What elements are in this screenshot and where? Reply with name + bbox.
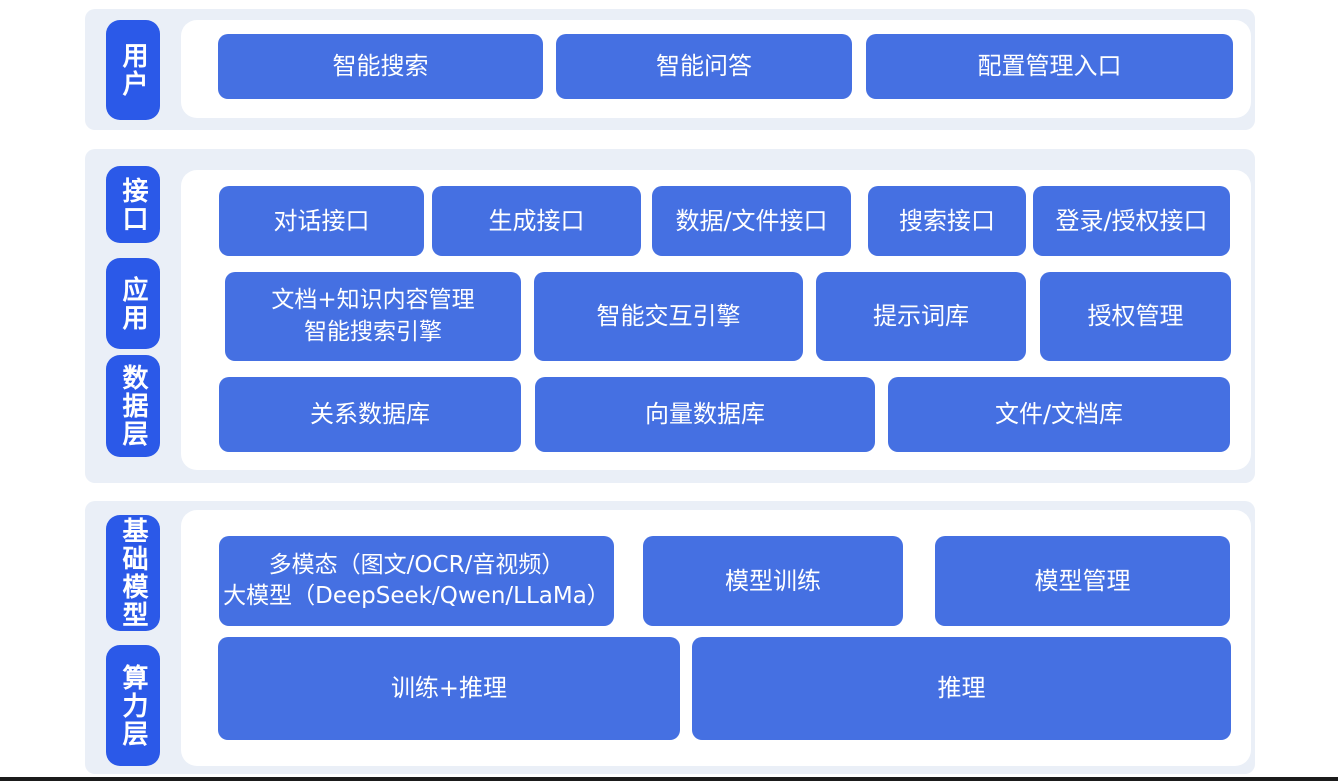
block-login-auth-interface: 登录/授权接口 <box>1033 186 1230 256</box>
layer-label-interface: 接口 <box>106 166 160 243</box>
block-authorization-management: 授权管理 <box>1040 272 1231 361</box>
block-inference: 推理 <box>692 637 1231 740</box>
block-data-file-interface: 数据/文件接口 <box>652 186 851 256</box>
block-search-interface: 搜索接口 <box>868 186 1026 256</box>
block-prompt-library: 提示词库 <box>816 272 1026 361</box>
block-doc-knowledge-search-engine: 文档+知识内容管理 智能搜索引擎 <box>225 272 521 361</box>
bottom-border-bar <box>0 777 1338 781</box>
block-file-document-library: 文件/文档库 <box>888 377 1230 452</box>
block-config-management-entry: 配置管理入口 <box>866 34 1233 99</box>
block-dialog-interface: 对话接口 <box>219 186 424 256</box>
block-training-plus-inference: 训练+推理 <box>218 637 680 740</box>
multimodal-line-2: 大模型（DeepSeek/Qwen/LLaMa） <box>223 583 610 609</box>
doc-engine-line-2: 智能搜索引擎 <box>304 318 442 345</box>
block-smart-interaction-engine: 智能交互引擎 <box>534 272 803 361</box>
block-model-training: 模型训练 <box>643 536 903 626</box>
block-generation-interface: 生成接口 <box>432 186 641 256</box>
block-vector-database: 向量数据库 <box>535 377 875 452</box>
layer-label-user: 用户 <box>106 20 160 120</box>
doc-engine-line-1: 文档+知识内容管理 <box>271 287 475 314</box>
layer-label-foundation-model: 基础模型 <box>106 515 160 631</box>
block-smart-qa: 智能问答 <box>556 34 852 99</box>
block-model-management: 模型管理 <box>935 536 1230 626</box>
multimodal-line-1: 多模态（图文/OCR/音视频） <box>268 551 565 578</box>
layer-label-application: 应用 <box>106 258 160 349</box>
layer-label-data-layer: 数据层 <box>106 355 160 457</box>
block-smart-search: 智能搜索 <box>218 34 543 99</box>
block-relational-database: 关系数据库 <box>219 377 521 452</box>
layer-label-compute-layer: 算力层 <box>106 645 160 766</box>
block-multimodal-llm: 多模态（图文/OCR/音视频） 大模型（DeepSeek/Qwen/LLaMa） <box>219 536 614 626</box>
